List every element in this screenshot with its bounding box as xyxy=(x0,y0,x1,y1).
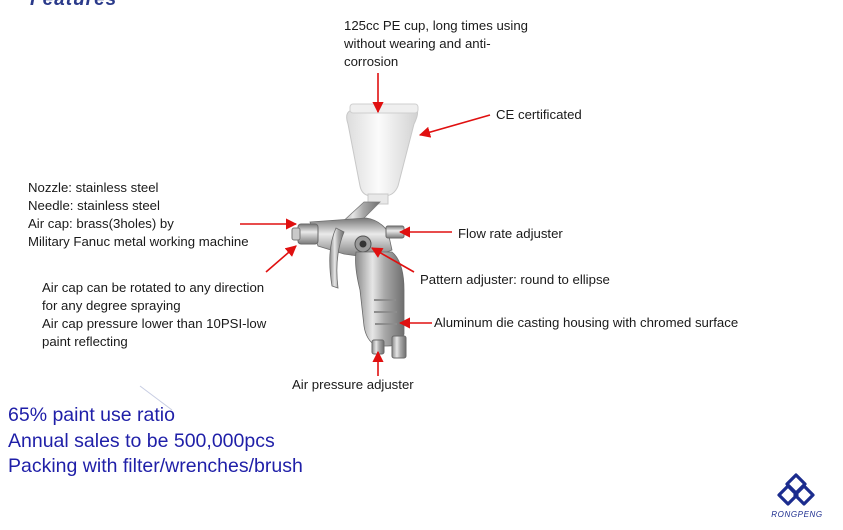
feature-item: Annual sales to be 500,000pcs xyxy=(8,429,275,452)
label-pressure-line-1: Air pressure adjuster xyxy=(292,377,414,392)
feature-item: 65% paint use ratio xyxy=(8,404,175,426)
label-aircap-line-2: for any degree spraying xyxy=(42,298,181,313)
feature-item: Packing with filter/wrenches/brush xyxy=(8,455,303,477)
label-flow: Flow rate adjuster xyxy=(458,225,563,243)
label-pressure: Air pressure adjuster xyxy=(292,376,414,394)
spray-gun-icon xyxy=(291,103,419,359)
label-ce-line-1: CE certificated xyxy=(496,107,582,122)
decorative-line xyxy=(139,385,173,411)
brand-name: RONGPENG xyxy=(771,510,823,519)
features-list: 65% paint use ratio Annual sales to be 5… xyxy=(8,403,303,480)
label-pattern: Pattern adjuster: round to ellipse xyxy=(420,271,610,289)
label-aircap-line-4: paint reflecting xyxy=(42,334,128,349)
label-nozzle-line-2: Needle: stainless steel xyxy=(28,198,160,213)
label-aircap-line-1: Air cap can be rotated to any direction xyxy=(42,280,265,295)
label-aircap-line-3: Air cap pressure lower than 10PSI-low xyxy=(42,316,267,331)
label-housing: Aluminum die casting housing with chrome… xyxy=(434,314,738,332)
label-nozzle: Nozzle: stainless steel Needle: stainles… xyxy=(28,179,249,251)
label-nozzle-line-1: Nozzle: stainless steel xyxy=(28,180,159,195)
arrow-ce xyxy=(418,114,491,138)
label-cup-line-2: without wearing and anti- xyxy=(344,36,491,51)
arrow-pattern xyxy=(371,247,415,273)
label-nozzle-line-4: Military Fanuc metal working machine xyxy=(28,234,249,249)
arrow-aircap xyxy=(265,245,297,273)
callout-arrows xyxy=(240,73,491,376)
label-flow-line-1: Flow rate adjuster xyxy=(458,226,563,241)
label-nozzle-line-3: Air cap: brass(3holes) by xyxy=(28,216,174,231)
label-housing-line-1: Aluminum die casting housing with chrome… xyxy=(434,315,739,330)
label-ce: CE certificated xyxy=(496,106,582,124)
rongpeng-logo-icon xyxy=(777,473,815,506)
label-cup: 125cc PE cup, long times using without w… xyxy=(344,17,528,71)
label-cup-line-3: corrosion xyxy=(344,54,399,69)
label-aircap: Air cap can be rotated to any direction … xyxy=(42,279,266,351)
label-pattern-line-1: Pattern adjuster: round to ellipse xyxy=(420,272,610,287)
label-cup-line-1: 125cc PE cup, long times using xyxy=(344,18,528,33)
page-title: Features xyxy=(30,0,117,11)
